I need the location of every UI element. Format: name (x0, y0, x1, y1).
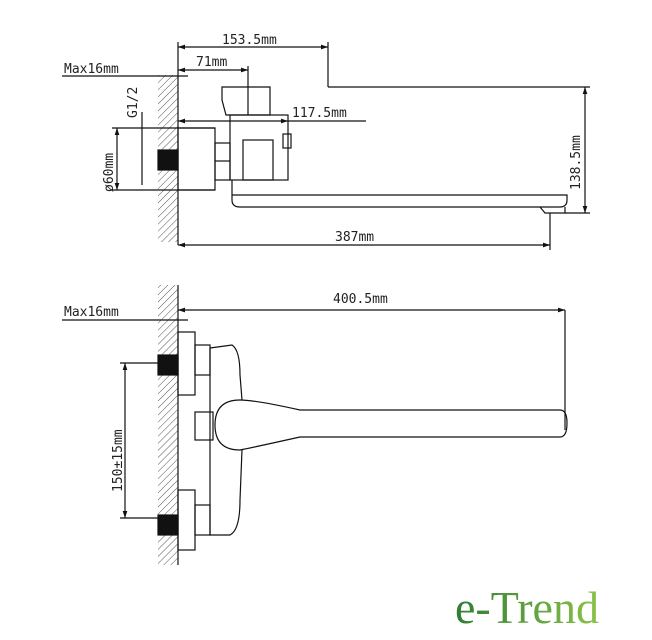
dim-max16-front: Max16mm (64, 305, 119, 320)
dim-153-5: 153.5mm (222, 33, 277, 48)
dim-117-5: 117.5mm (292, 106, 347, 121)
dim-150: 150±15mm (111, 429, 126, 492)
wall-inlet (157, 149, 179, 171)
body (229, 114, 289, 181)
cartridge-stub (194, 411, 214, 441)
dim-71: 71mm (196, 55, 227, 70)
flange (177, 127, 216, 191)
dim-g12: G1/2 (126, 87, 141, 118)
valve-body (209, 344, 243, 536)
dim-138-5: 138.5mm (569, 135, 584, 190)
dim-max16-top: Max16mm (64, 62, 119, 77)
dim-d60: ø60mm (102, 153, 117, 192)
etrend-logo: e-Trend (455, 582, 599, 633)
dim-400-5: 400.5mm (333, 292, 388, 307)
handle (221, 86, 271, 116)
lever-handle (214, 399, 568, 451)
front-view (62, 285, 568, 565)
dim-387: 387mm (335, 230, 374, 245)
spout (231, 180, 568, 208)
top-view (62, 42, 590, 250)
